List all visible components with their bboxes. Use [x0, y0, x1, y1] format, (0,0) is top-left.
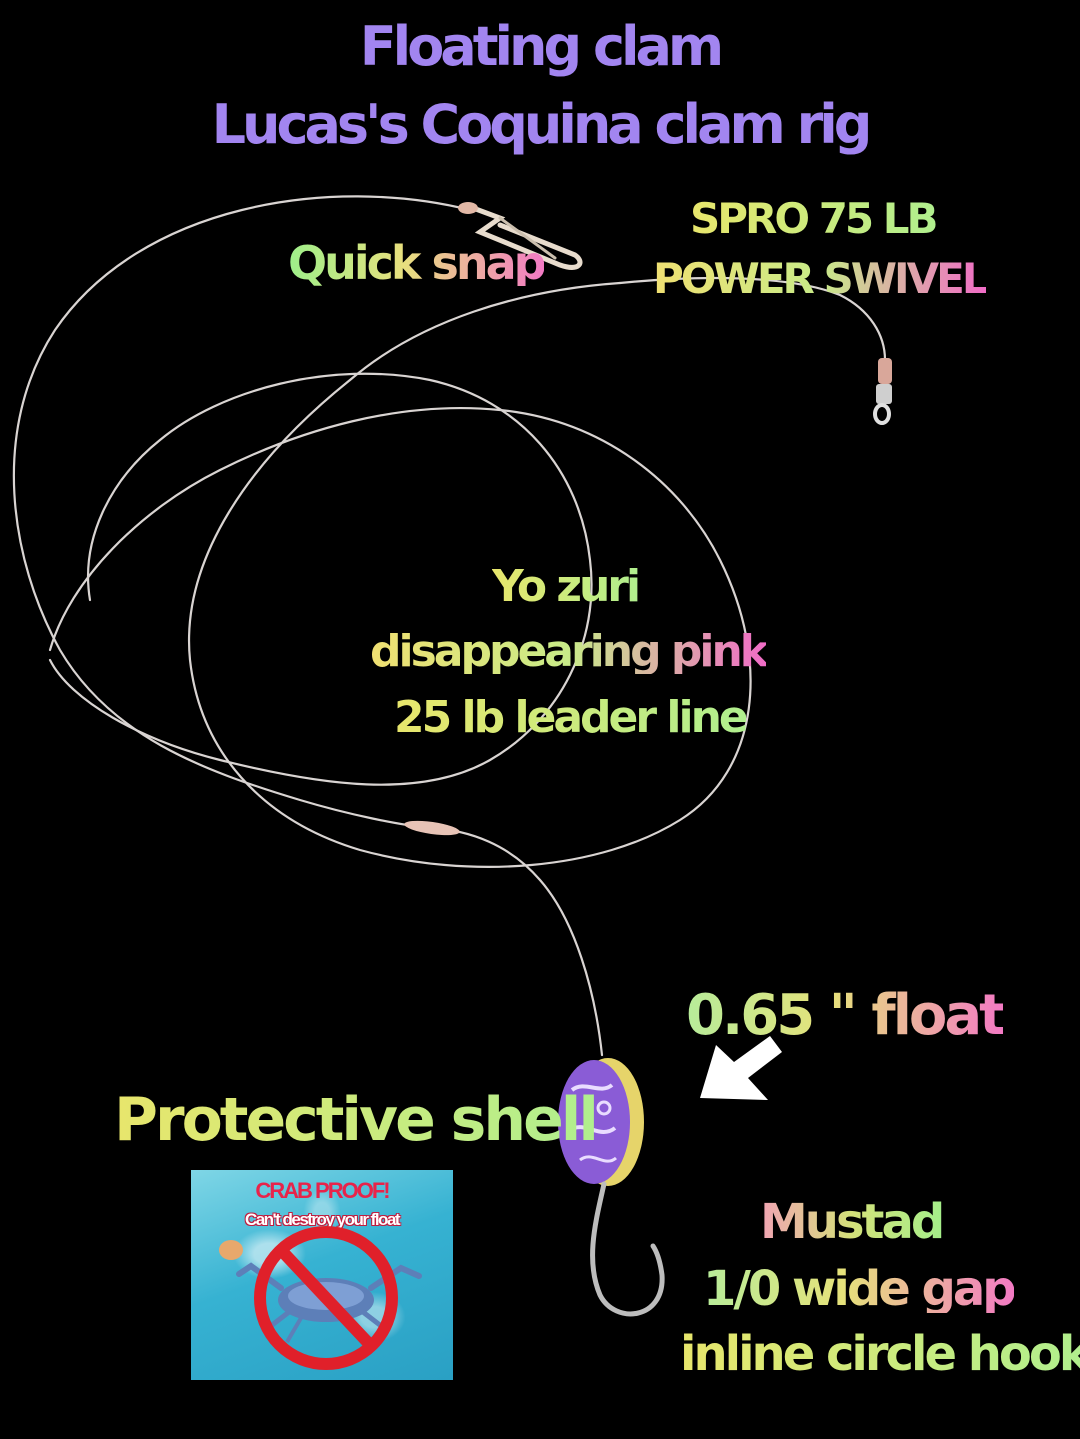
- knot-icon: [404, 820, 460, 836]
- leader-line-loop-2: [48, 372, 593, 786]
- leader-label-line-3: 25 lb leader line: [394, 692, 749, 743]
- swivel-line: [618, 276, 887, 362]
- swivel-label-line-2: POWER SWIVEL: [653, 254, 989, 303]
- hook-label-line-3: inline circle hook: [680, 1330, 1080, 1378]
- hook-label-line-1: Mustad: [760, 1194, 945, 1250]
- title-line-2: Lucas's Coquina clam rig: [211, 93, 873, 156]
- quick-snap-label: Quick snap: [288, 236, 547, 290]
- float-leg: [428, 826, 604, 1057]
- arrow-icon: [700, 1036, 782, 1100]
- float-icon: [558, 1058, 644, 1186]
- leader-line-outer: [12, 195, 472, 830]
- leader-line-loop-1: [48, 281, 752, 868]
- crab-proof-card: CRAB PROOF! Can't destroy your float: [191, 1170, 453, 1380]
- title-line-1: Floating clam: [359, 15, 724, 78]
- crab-card-subtitle: Can't destroy your float: [244, 1210, 401, 1229]
- snap-icon: [458, 202, 583, 270]
- no-sign-icon: [254, 1226, 398, 1370]
- hook-icon: [590, 1181, 665, 1317]
- float-label: 0.65 " float: [686, 983, 1006, 1048]
- leader-label-line-2: disappearing pink: [370, 626, 769, 677]
- crab-card-title: CRAB PROOF!: [255, 1178, 390, 1203]
- hook-label-line-2: 1/0 wide gap: [703, 1261, 1017, 1317]
- swivel-label-line-1: SPRO 75 LB: [690, 194, 939, 243]
- protective-shell-label: Protective shell: [114, 1085, 599, 1155]
- swivel-icon: [873, 358, 892, 425]
- leader-label-line-1: Yo zuri: [492, 561, 641, 612]
